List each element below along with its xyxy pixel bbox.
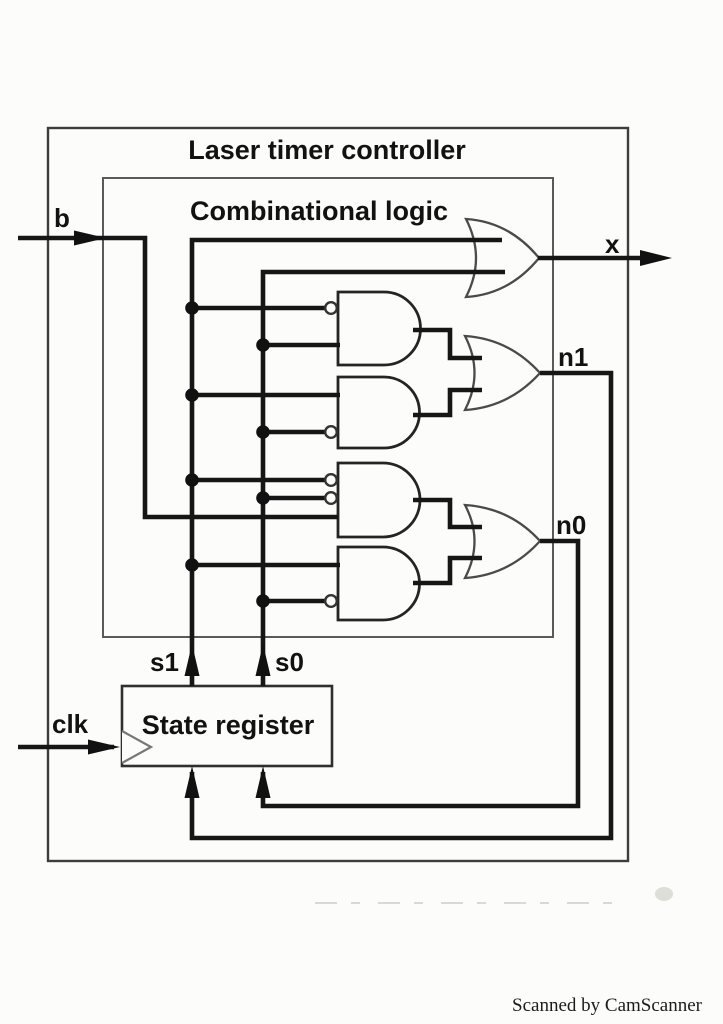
combinational-logic-box [102,177,554,638]
junction-dot [256,594,270,608]
laser-timer-controller-box [46,126,630,863]
signal-label-x: x [605,229,620,259]
arrowheads [74,230,672,798]
clk-arrowhead-icon [88,739,120,755]
and-gate-2 [336,375,421,450]
inverter-bubble-icon [324,594,339,609]
inverter-bubbles [324,301,339,609]
camscanner-watermark: Scanned by CamScanner [512,995,703,1016]
outer-box-title: Laser timer controller [188,135,466,165]
signal-label-n1: n1 [558,342,588,372]
state-register-box [120,684,334,768]
signal-label-s1: s1 [150,647,179,677]
junction-dot [185,388,199,402]
junction-dot [185,558,199,572]
signal-label-clk: clk [52,709,89,739]
n1-to-register-arrowhead-icon [184,766,200,798]
b-arrowhead-icon [74,230,106,246]
or-gate-x [464,217,541,299]
junction-dot [185,301,199,315]
junction-dot [185,473,199,487]
signal-label-b: b [54,203,70,233]
wire-and3-to-or-n0 [413,497,482,530]
scan-smudge-blob [655,887,673,901]
s1-arrowhead-icon [184,644,200,676]
inverter-bubble-icon [324,473,339,488]
wire-s0-bus [260,269,505,686]
x-arrowhead-icon [640,250,672,266]
state-register-label: State register [142,710,315,740]
wire-and2-to-or-n1 [413,387,482,418]
wire-and4-to-or-n0 [413,555,482,586]
clock-triangle-icon [121,730,154,764]
junction-dots [185,301,270,608]
inverter-bubble-icon [324,491,339,506]
wire-input-b [18,235,338,520]
inverter-bubble-icon [324,301,339,316]
junction-dot [256,338,270,352]
s0-arrowhead-icon [255,644,271,676]
junction-dot [256,491,270,505]
wire-n1-feedback [189,370,614,841]
inner-box-title: Combinational logic [190,196,448,226]
and-gate-3 [336,461,422,539]
wire-s1-bus [189,237,502,686]
and-gate-1 [336,290,422,367]
inverter-bubble-icon [324,425,339,440]
wire-and1-to-or-n1 [413,327,482,361]
n0-to-register-arrowhead-icon [255,766,271,798]
or-gate-n0 [463,503,542,580]
and-gate-4 [336,545,421,622]
signal-label-s0: s0 [275,647,304,677]
signal-label-n0: n0 [556,510,586,540]
junction-dot [256,425,270,439]
or-gate-n1 [463,334,542,412]
